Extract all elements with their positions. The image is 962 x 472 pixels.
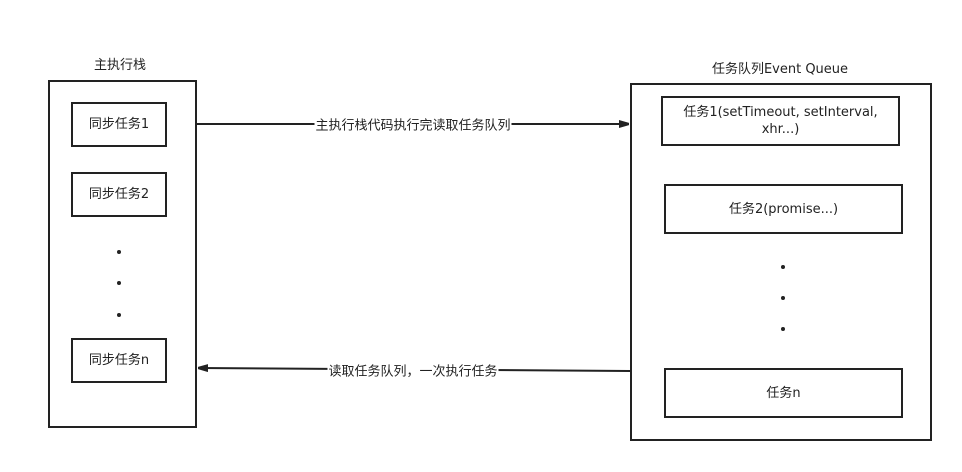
sync-task-1: 同步任务1 <box>71 102 167 147</box>
ellipsis-dot <box>117 281 121 285</box>
arrow-label-to-queue: 主执行栈代码执行完读取任务队列 <box>314 114 512 134</box>
event-queue-title: 任务队列Event Queue <box>711 62 849 77</box>
ellipsis-dot <box>781 327 785 331</box>
arrow-label-to-stack: 读取任务队列，一次执行任务 <box>327 360 499 380</box>
queue-task-1: 任务1(setTimeout, setInterval, xhr...) <box>661 96 900 146</box>
sync-task-n: 同步任务n <box>71 338 167 383</box>
ellipsis-dot <box>781 265 785 269</box>
queue-task-2: 任务2(promise...) <box>664 184 903 234</box>
ellipsis-dot <box>781 296 785 300</box>
ellipsis-dot <box>117 250 121 254</box>
queue-task-n: 任务n <box>664 368 903 418</box>
ellipsis-dot <box>117 313 121 317</box>
sync-task-2: 同步任务2 <box>71 172 167 217</box>
main-stack-title: 主执行栈 <box>93 58 147 73</box>
